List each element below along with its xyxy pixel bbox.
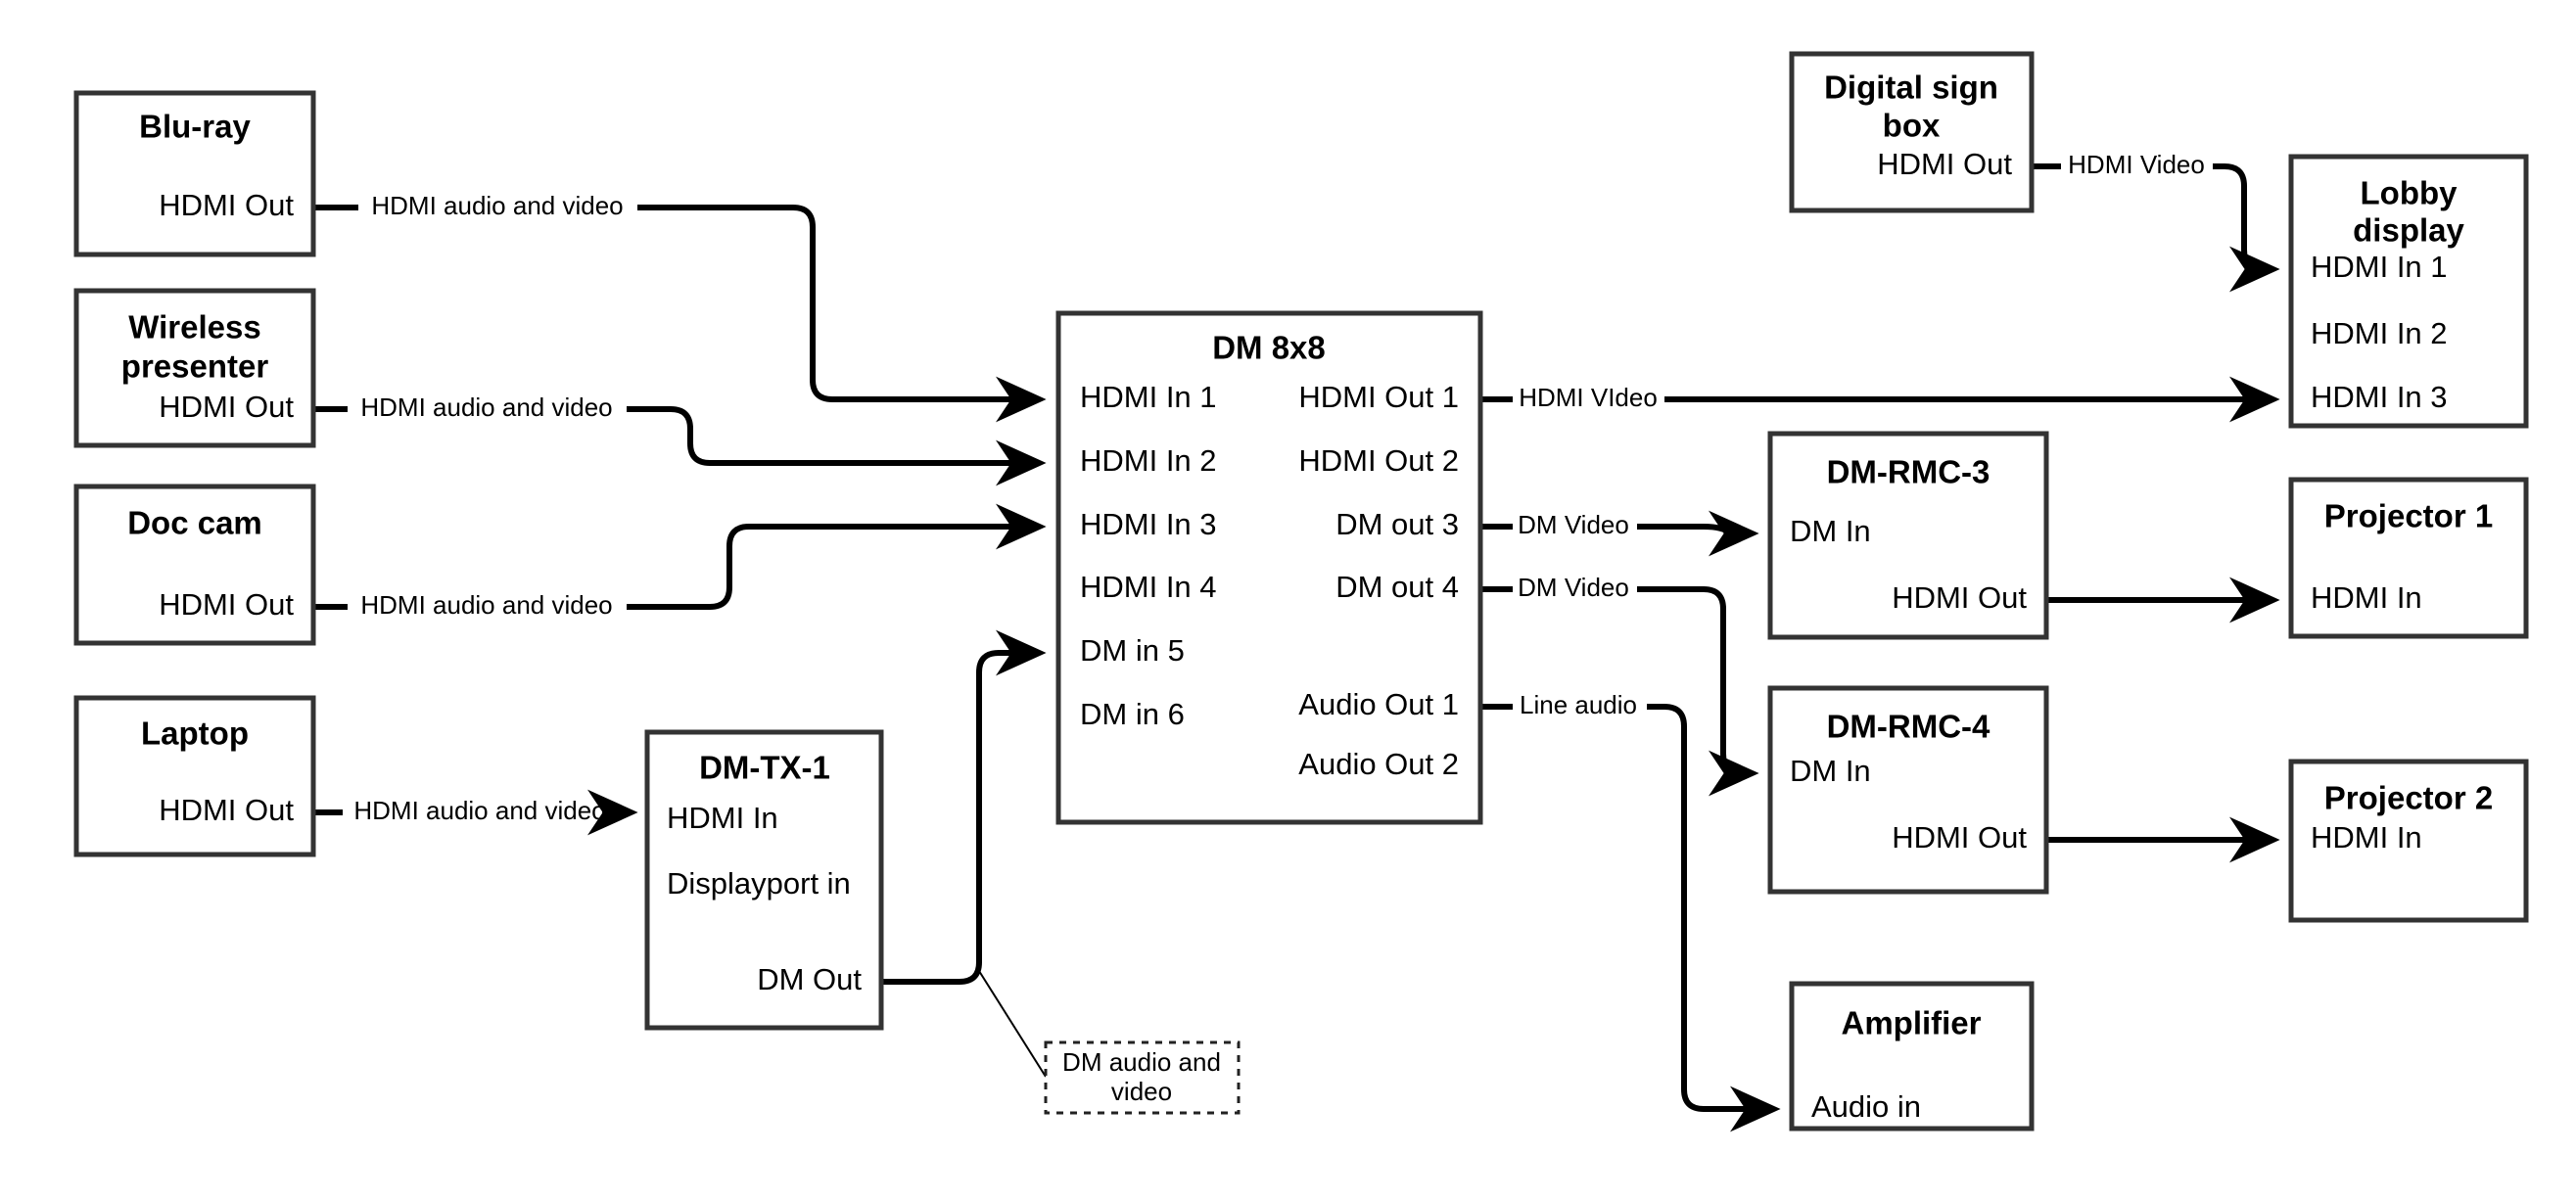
port-amplifier-audio-in: Audio in bbox=[1811, 1089, 1921, 1124]
port-dm-8x8-hdmi-in-2: HDMI In 2 bbox=[1080, 443, 1217, 478]
node-laptop-title: Laptop bbox=[141, 716, 249, 752]
wire-digital-sign-to-lobby-hdmi-in-1 bbox=[2032, 163, 2273, 269]
node-lobby-display-title-line1: Lobby bbox=[2361, 175, 2459, 211]
node-dm-rmc-4[interactable]: DM-RMC-4 DM In HDMI Out bbox=[1767, 685, 2049, 895]
node-dm-tx-1[interactable]: DM-TX-1 HDMI In Displayport in DM Out bbox=[644, 729, 884, 1031]
node-projector-2-box bbox=[2288, 759, 2529, 923]
edge-label-hdmi-out-1-to-lobby: HDMI VIdeo bbox=[1519, 383, 1658, 412]
node-bluray-title: Blu-ray bbox=[139, 109, 251, 145]
port-dm-8x8-hdmi-in-1: HDMI In 1 bbox=[1080, 380, 1217, 414]
port-dm-rmc-3-dm-in: DM In bbox=[1790, 514, 1871, 548]
port-dm-rmc-4-hdmi-out: HDMI Out bbox=[1892, 820, 2027, 855]
port-lobby-display-hdmi-in-1: HDMI In 1 bbox=[2311, 250, 2448, 284]
node-projector-2[interactable]: Projector 2 HDMI In bbox=[2288, 759, 2529, 923]
node-dm-rmc-3-box bbox=[1767, 431, 2049, 640]
port-dm-8x8-dm-in-6: DM in 6 bbox=[1080, 697, 1185, 731]
wire-bluray-to-hdmi-in-1 bbox=[313, 205, 1040, 399]
port-dm-8x8-audio-out-1: Audio Out 1 bbox=[1298, 687, 1459, 721]
node-dm-rmc-3[interactable]: DM-RMC-3 DM In HDMI Out bbox=[1767, 431, 2049, 640]
edge-label-wireless-to-hdmi-in-2: HDMI audio and video bbox=[360, 393, 612, 422]
port-dm-tx-1-displayport-in: Displayport in bbox=[667, 866, 851, 901]
node-projector-1[interactable]: Projector 1 HDMI In bbox=[2288, 477, 2529, 639]
node-dm-8x8-box bbox=[1055, 310, 1483, 825]
edge-label-dm-out-3-to-dm-rmc-3: DM Video bbox=[1518, 510, 1629, 539]
port-wireless-presenter-hdmi-out: HDMI Out bbox=[159, 390, 294, 424]
node-dm-8x8[interactable]: DM 8x8 HDMI In 1 HDMI In 2 HDMI In 3 HDM… bbox=[1055, 310, 1483, 825]
node-lobby-display[interactable]: Lobby display HDMI In 1 HDMI In 2 HDMI I… bbox=[2288, 154, 2529, 429]
node-projector-2-title: Projector 2 bbox=[2324, 780, 2493, 816]
port-digital-sign-box-hdmi-out: HDMI Out bbox=[1877, 147, 2012, 181]
port-dm-rmc-4-dm-in: DM In bbox=[1790, 754, 1871, 788]
node-dm-rmc-4-box bbox=[1767, 685, 2049, 895]
node-bluray[interactable]: Blu-ray HDMI Out bbox=[73, 90, 316, 257]
note-dm-audio-video-line1: DM audio and bbox=[1062, 1047, 1221, 1077]
wire-dm-tx-1-to-dm-in-5 bbox=[881, 629, 1047, 985]
edge-label-digital-sign-to-lobby: HDMI Video bbox=[2068, 150, 2205, 179]
node-laptop[interactable]: Laptop HDMI Out bbox=[73, 695, 316, 857]
note-dm-audio-video-line2: video bbox=[1111, 1077, 1172, 1106]
node-dm-8x8-title: DM 8x8 bbox=[1212, 330, 1326, 366]
node-doc-cam-title: Doc cam bbox=[127, 505, 262, 541]
port-bluray-hdmi-out: HDMI Out bbox=[159, 188, 294, 222]
node-projector-1-box bbox=[2288, 477, 2529, 639]
wire-doccam-to-hdmi-in-3 bbox=[313, 527, 1040, 610]
edge-label-doccam-to-hdmi-in-3: HDMI audio and video bbox=[360, 590, 612, 620]
port-lobby-display-hdmi-in-2: HDMI In 2 bbox=[2311, 316, 2448, 350]
port-dm-8x8-audio-out-2: Audio Out 2 bbox=[1298, 747, 1459, 781]
wire-dm-out-3-to-dm-rmc-3 bbox=[1480, 527, 1753, 533]
wire-layer bbox=[313, 163, 2273, 1109]
node-amplifier-title: Amplifier bbox=[1841, 1005, 1981, 1041]
node-amplifier[interactable]: Amplifier Audio in bbox=[1789, 981, 2035, 1132]
node-digital-sign-box[interactable]: Digital sign box HDMI Out bbox=[1789, 51, 2035, 213]
node-wireless-presenter-title-line2: presenter bbox=[121, 348, 269, 385]
port-dm-tx-1-dm-out: DM Out bbox=[757, 962, 862, 996]
port-doc-cam-hdmi-out: HDMI Out bbox=[159, 587, 294, 622]
node-digital-sign-box-title-line1: Digital sign bbox=[1824, 69, 1998, 106]
port-dm-tx-1-hdmi-in: HDMI In bbox=[667, 801, 778, 835]
edge-label-laptop-to-dm-tx-1: HDMI audio and video bbox=[353, 796, 605, 825]
edge-label-dm-out-4-to-dm-rmc-4: DM Video bbox=[1518, 573, 1629, 602]
node-layer: Blu-ray HDMI Out Wireless presenter HDMI… bbox=[73, 51, 2529, 1132]
node-lobby-display-title-line2: display bbox=[2353, 212, 2464, 249]
node-dm-rmc-4-title: DM-RMC-4 bbox=[1827, 709, 1991, 745]
port-projector-2-hdmi-in: HDMI In bbox=[2311, 820, 2422, 855]
node-wireless-presenter[interactable]: Wireless presenter HDMI Out bbox=[73, 288, 316, 448]
node-lobby-display-box bbox=[2288, 154, 2529, 429]
port-dm-8x8-dm-out-4: DM out 4 bbox=[1335, 570, 1459, 604]
port-dm-8x8-dm-in-5: DM in 5 bbox=[1080, 633, 1185, 668]
edge-label-audio-out-1-to-amplifier: Line audio bbox=[1520, 690, 1637, 719]
node-wireless-presenter-title-line1: Wireless bbox=[128, 309, 260, 346]
node-dm-tx-1-box bbox=[644, 729, 884, 1031]
edge-label-bluray-to-hdmi-in-1: HDMI audio and video bbox=[371, 191, 623, 220]
edge-label-layer: HDMI audio and video HDMI audio and vide… bbox=[353, 150, 2204, 825]
node-bluray-box bbox=[73, 90, 316, 257]
node-dm-rmc-3-title: DM-RMC-3 bbox=[1827, 454, 1991, 490]
node-doc-cam-box bbox=[73, 484, 316, 646]
port-dm-8x8-hdmi-out-1: HDMI Out 1 bbox=[1298, 380, 1459, 414]
port-laptop-hdmi-out: HDMI Out bbox=[159, 793, 294, 827]
node-amplifier-box bbox=[1789, 981, 2035, 1132]
note-dm-audio-video-box bbox=[1044, 1040, 1241, 1115]
node-digital-sign-box-title-line2: box bbox=[1883, 108, 1941, 144]
port-dm-8x8-hdmi-out-2: HDMI Out 2 bbox=[1298, 443, 1459, 478]
port-projector-1-hdmi-in: HDMI In bbox=[2311, 580, 2422, 615]
port-dm-8x8-dm-out-3: DM out 3 bbox=[1335, 507, 1459, 541]
node-projector-1-title: Projector 1 bbox=[2324, 498, 2493, 534]
note-dm-audio-video: DM audio and video bbox=[1044, 1040, 1241, 1115]
port-dm-rmc-3-hdmi-out: HDMI Out bbox=[1892, 580, 2027, 615]
port-dm-8x8-hdmi-in-3: HDMI In 3 bbox=[1080, 507, 1217, 541]
port-lobby-display-hdmi-in-3: HDMI In 3 bbox=[2311, 380, 2448, 414]
node-laptop-box bbox=[73, 695, 316, 857]
node-dm-tx-1-title: DM-TX-1 bbox=[699, 750, 830, 786]
wire-note-leader bbox=[978, 970, 1047, 1078]
wire-dm-out-4-to-dm-rmc-4 bbox=[1480, 586, 1753, 773]
node-doc-cam[interactable]: Doc cam HDMI Out bbox=[73, 484, 316, 646]
wire-audio-out-1-to-amplifier bbox=[1480, 704, 1774, 1109]
port-dm-8x8-hdmi-in-4: HDMI In 4 bbox=[1080, 570, 1217, 604]
node-wireless-presenter-box bbox=[73, 288, 316, 448]
node-digital-sign-box-box bbox=[1789, 51, 2035, 213]
wire-wireless-to-hdmi-in-2 bbox=[313, 406, 1040, 463]
